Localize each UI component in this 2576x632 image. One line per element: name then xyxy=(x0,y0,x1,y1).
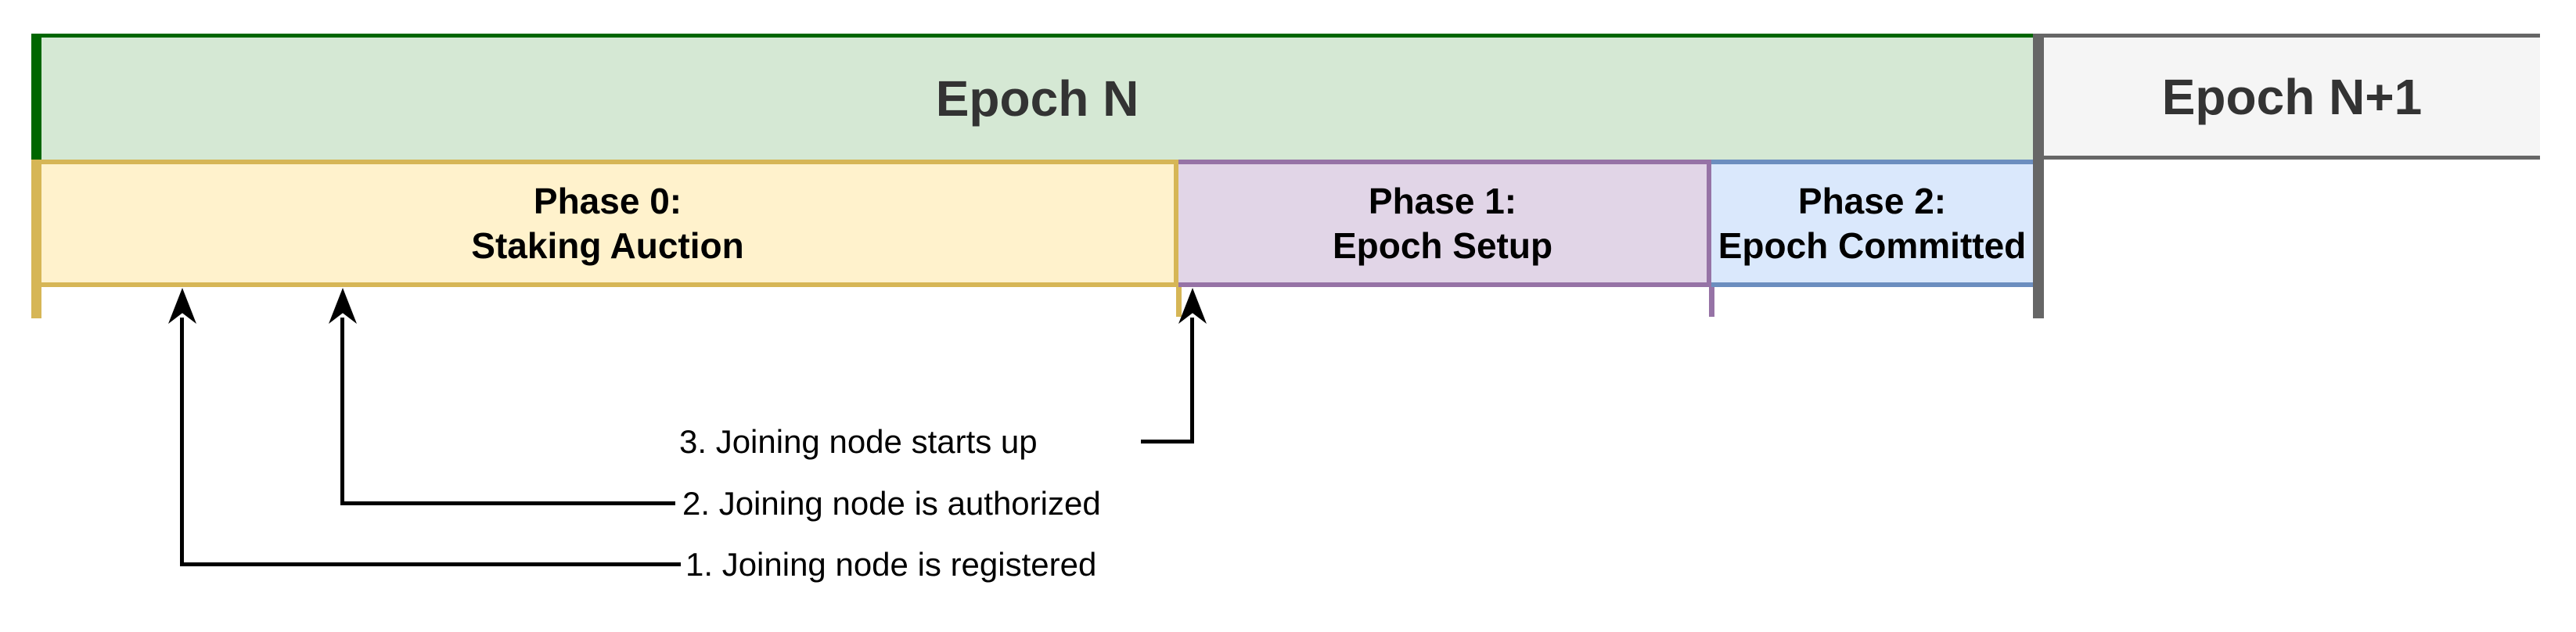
phase1-label-line2: Epoch Setup xyxy=(1332,224,1553,266)
epoch-n-box: Epoch N xyxy=(41,34,2033,160)
phase0-box: Phase 0: Staking Auction xyxy=(41,160,1178,287)
epoch-boundary-marker xyxy=(2033,34,2044,318)
phase1-label-line1: Phase 1: xyxy=(1368,180,1517,221)
arrow3-horizontal-line xyxy=(1141,440,1194,443)
annotation-2-label: 2. Joining node is authorized xyxy=(682,485,1101,522)
annotation-1-label: 1. Joining node is registered xyxy=(685,546,1097,583)
phase0-label-line1: Phase 0: xyxy=(533,180,682,221)
epoch-n1-label: Epoch N+1 xyxy=(2161,68,2423,125)
epoch-n1-box: Epoch N+1 xyxy=(2044,34,2540,160)
annotation-3-label: 3. Joining node starts up xyxy=(679,423,1038,460)
arrow1-vertical-line xyxy=(180,318,184,565)
phase2-label-line1: Phase 2: xyxy=(1797,180,1947,221)
arrow2-vertical-line xyxy=(340,318,344,504)
epoch-n-start-marker xyxy=(31,34,41,160)
phase2-box: Phase 2: Epoch Committed xyxy=(1711,160,2033,287)
epoch-n-label: Epoch N xyxy=(935,70,1139,127)
phase1-box: Phase 1: Epoch Setup xyxy=(1178,160,1711,287)
phase0-label-line2: Staking Auction xyxy=(471,224,744,266)
phase2-label-line2: Epoch Committed xyxy=(1718,224,2027,266)
phase2-start-tick xyxy=(1709,287,1714,317)
arrow3-vertical-line xyxy=(1190,318,1194,442)
phase0-start-marker xyxy=(31,160,41,318)
arrow2-horizontal-line xyxy=(340,501,675,505)
phase1-start-tick xyxy=(1176,287,1182,317)
arrow1-horizontal-line xyxy=(180,562,681,566)
